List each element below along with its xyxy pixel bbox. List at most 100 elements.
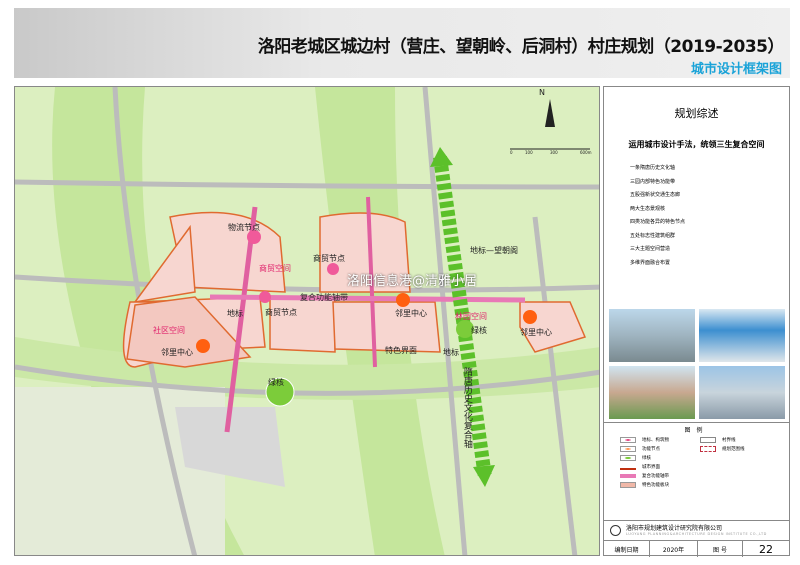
north-label: N bbox=[539, 88, 545, 97]
road bbox=[15, 274, 599, 293]
legend-label: 城市界面 bbox=[642, 465, 660, 470]
interface-swatch-icon bbox=[620, 464, 636, 470]
legend-label: 规划范围线 bbox=[722, 447, 745, 452]
org-name-en: LUOYANG PLANNING&ARCHITECTURE DESIGN INS… bbox=[626, 532, 767, 536]
road bbox=[15, 364, 599, 396]
road bbox=[532, 216, 578, 555]
institute-logo-icon bbox=[610, 525, 621, 536]
label-commerce-node: 商贸节点 bbox=[265, 308, 297, 317]
scale-0: 0 bbox=[510, 150, 513, 155]
summary-item: 五处标志性建筑组群 bbox=[630, 232, 676, 239]
landmark-swatch-icon bbox=[620, 437, 636, 443]
block bbox=[269, 296, 336, 353]
summary-item: 两大生态景观核 bbox=[630, 205, 666, 212]
plan-boundary-swatch-icon bbox=[700, 446, 716, 452]
panel-subtitle: 运用城市设计手法，统领三生复合空间 bbox=[628, 140, 765, 149]
label-historic-axis: 隋唐历史文化复合轴 bbox=[461, 367, 472, 448]
photo-logistics-center bbox=[699, 309, 785, 362]
legend-item: 地标、构筑物 bbox=[620, 437, 669, 443]
date-label: 编制日期 bbox=[604, 541, 650, 557]
label-composite-axis: 复合功能轴带 bbox=[300, 293, 348, 302]
summary-list: 一条隋唐历史文化轴 三园内部特色功能带 五股强新状交通生态廊 两大生态景观核 四… bbox=[630, 162, 685, 270]
legend-label: 村界线 bbox=[722, 438, 736, 443]
drawing-number: 22 bbox=[759, 542, 773, 556]
label-green-core: 绿核 bbox=[268, 378, 284, 387]
drawing-number-label: 图 号 bbox=[698, 541, 743, 557]
header-banner: 洛阳老城区城边村（营庄、望朝岭、后洞村）村庄规划（2019-2035） 城市设计… bbox=[14, 8, 790, 78]
title-block: 编制日期 2020年 图 号 22 bbox=[604, 540, 789, 557]
green-core bbox=[265, 377, 295, 407]
photo-office-towers bbox=[699, 366, 785, 419]
axis-arrow-south bbox=[473, 465, 495, 487]
side-panel: 规划综述 运用城市设计手法，统领三生复合空间 一条隋唐历史文化轴 三园内部特色功… bbox=[603, 86, 790, 557]
legend-title: 图例 bbox=[684, 427, 709, 434]
legend-label: 特色功能板块 bbox=[642, 483, 669, 488]
label-green-core: 绿核 bbox=[471, 326, 487, 335]
grey-block bbox=[175, 407, 285, 487]
legend-item: 规划范围线 bbox=[700, 446, 745, 452]
label-commerce-node-2: 商贸节点 bbox=[313, 254, 345, 263]
page-subtitle: 城市设计框架图 bbox=[690, 62, 782, 77]
panel-title: 规划综述 bbox=[674, 107, 719, 120]
date-value: 2020年 bbox=[650, 541, 698, 557]
label-commerce-space: 商贸空间 bbox=[259, 264, 291, 273]
legend-item: 复合功能轴带 bbox=[620, 473, 669, 479]
label-neighborhood-center: 邻里中心 bbox=[395, 309, 427, 318]
label-landmark: 地标 bbox=[227, 309, 243, 318]
summary-item: 多维界面融合布置 bbox=[630, 259, 671, 266]
legend-item: 功能节点 bbox=[620, 446, 660, 452]
watermark: 洛阳信息港@清雅小居 bbox=[347, 274, 478, 289]
reference-photos bbox=[609, 309, 786, 419]
summary-item: 三大主题空间营造 bbox=[630, 246, 671, 252]
commerce-node-2 bbox=[327, 263, 339, 275]
label-neighborhood-center: 邻里中心 bbox=[520, 328, 552, 337]
green-core-swatch-icon bbox=[620, 455, 636, 461]
legend-label: 功能节点 bbox=[642, 447, 660, 452]
summary-item: 三园内部特色功能带 bbox=[630, 178, 676, 185]
scale-300: 300 bbox=[550, 150, 558, 155]
legend-label: 绿核 bbox=[642, 456, 651, 461]
legend: 图例 地标、构筑物 功能节点 绿核 城市界面 复合功能轴带 特色功能板块 村界线… bbox=[604, 422, 789, 520]
org-name: 洛阳市规划建筑设计研究院有限公司 bbox=[626, 525, 723, 532]
legend-item: 村界线 bbox=[700, 437, 736, 443]
scale-100: 100 bbox=[525, 150, 533, 155]
map-drawing bbox=[15, 87, 599, 555]
axis-pink-ns-2 bbox=[366, 196, 377, 368]
label-neighborhood-center: 邻里中心 bbox=[161, 348, 193, 357]
neighborhood-center bbox=[523, 310, 537, 324]
block bbox=[126, 296, 252, 368]
design-framework-map: N 0 100 300 600m 物流节点 商贸空间 商贸节点 商贸节点 地标 … bbox=[14, 86, 600, 556]
node-swatch-icon bbox=[620, 446, 636, 452]
summary-item: 五股强新状交通生态廊 bbox=[630, 192, 681, 198]
commerce-node bbox=[259, 291, 271, 303]
label-forest-space: 林园空间 bbox=[455, 312, 487, 321]
composite-axis-ew bbox=[209, 294, 526, 303]
green-core bbox=[456, 320, 474, 338]
label-community-space: 社区空间 bbox=[153, 326, 185, 335]
legend-item: 特色功能板块 bbox=[620, 482, 669, 488]
axis-swatch-icon bbox=[620, 474, 636, 478]
label-logistics-node: 物流节点 bbox=[228, 223, 260, 232]
photo-residential bbox=[609, 366, 695, 419]
road bbox=[15, 179, 599, 190]
label-feature-interface: 特色界面 bbox=[385, 346, 417, 355]
legend-label: 地标、构筑物 bbox=[642, 438, 669, 443]
label-wangchaoge: 地标—望朝阁 bbox=[470, 246, 518, 255]
neighborhood-center bbox=[396, 293, 410, 307]
label-landmark-2: 地标 bbox=[443, 348, 459, 357]
organization: 洛阳市规划建筑设计研究院有限公司 LUOYANG PLANNING&ARCHIT… bbox=[604, 520, 789, 540]
block-swatch-icon bbox=[620, 482, 636, 488]
photo-logistics-building bbox=[609, 309, 695, 362]
legend-item: 城市界面 bbox=[620, 464, 660, 470]
summary-item: 四类功能各异的特色节点 bbox=[630, 219, 686, 225]
north-arrow-icon bbox=[545, 99, 555, 127]
planning-blocks bbox=[122, 211, 587, 368]
page-title: 洛阳老城区城边村（营庄、望朝岭、后洞村）村庄规划（2019-2035） bbox=[257, 37, 785, 57]
legend-label: 复合功能轴带 bbox=[642, 474, 669, 479]
axis-arrow-north bbox=[430, 147, 453, 167]
scale-600: 600m bbox=[580, 150, 592, 155]
block bbox=[133, 224, 196, 304]
legend-item: 绿核 bbox=[620, 455, 651, 461]
village-boundary-swatch-icon bbox=[700, 437, 716, 443]
block bbox=[319, 212, 411, 293]
